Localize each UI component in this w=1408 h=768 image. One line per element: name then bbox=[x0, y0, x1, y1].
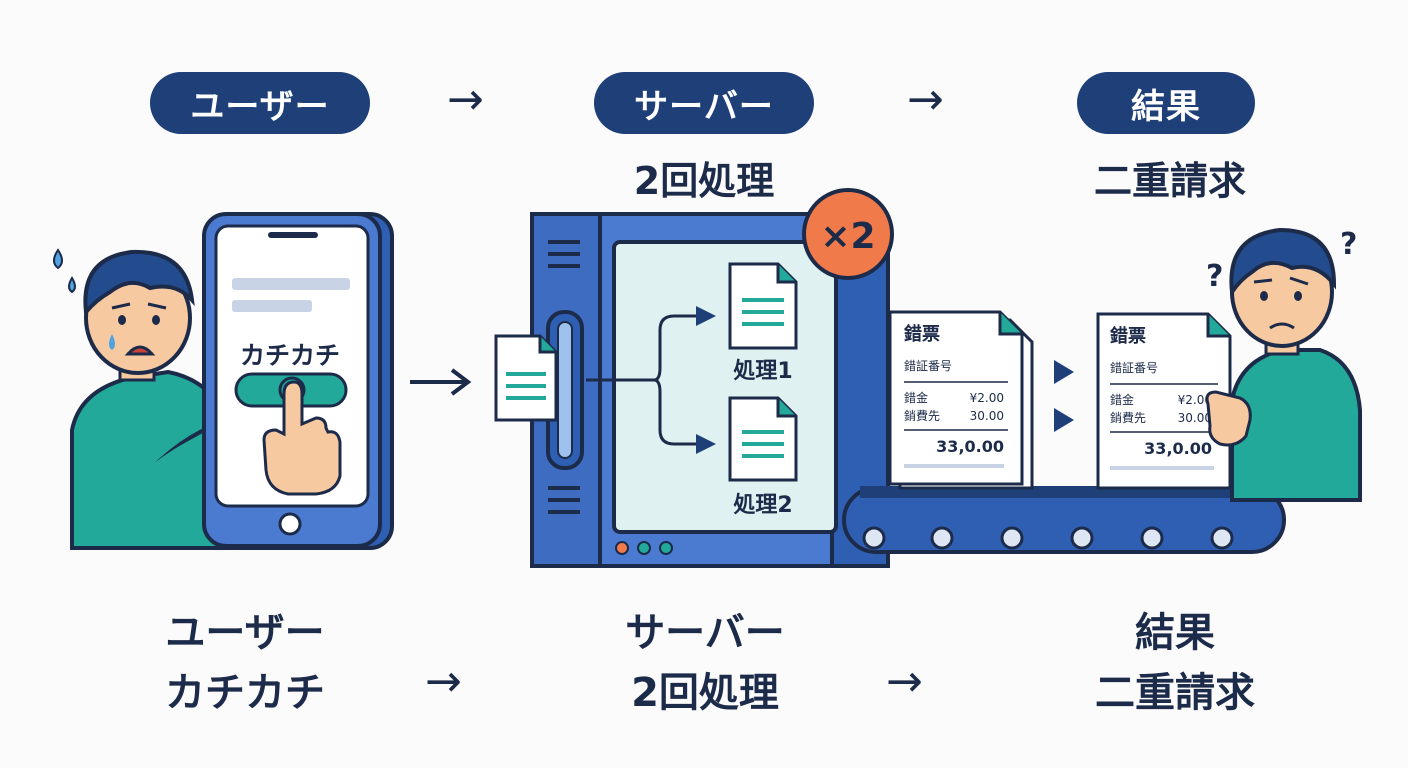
server-pill: サーバー bbox=[594, 72, 814, 134]
invoice-1-row2-value: 30.00 bbox=[970, 409, 1004, 423]
invoice-1: 錯票 錯証番号 錯金 ¥2.00 銷費先 30.00 33,0.00 bbox=[888, 310, 1034, 490]
result-pill: 結果 bbox=[1077, 72, 1255, 134]
bottom-user-line-1: ユーザー bbox=[165, 610, 325, 656]
bottom-server-line-1: サーバー bbox=[625, 610, 785, 656]
result-subtitle: 二重請求 bbox=[1093, 159, 1246, 203]
invoice-1-row2-label: 銷費先 bbox=[904, 408, 940, 423]
incoming-document-icon bbox=[494, 334, 558, 422]
process-document-1-icon bbox=[728, 262, 798, 350]
bottom-arrow-1: → bbox=[425, 656, 462, 707]
invoice-2-title: 錯票 bbox=[1110, 325, 1146, 347]
branch-1-label: 処理1 bbox=[733, 358, 792, 384]
server-subtitle: 2回処理 bbox=[633, 159, 775, 203]
invoice-1-row1-value: ¥2.00 bbox=[970, 391, 1004, 405]
conveyor-belt bbox=[842, 486, 1286, 554]
top-arrow-1: → bbox=[447, 74, 484, 125]
invoice-1-subtitle: 錯証番号 bbox=[904, 358, 952, 373]
invoice-2-total: 33,0.00 bbox=[1144, 439, 1212, 458]
bottom-server-line-2: 2回処理 bbox=[631, 670, 779, 716]
bottom-user-line-2: カチカチ bbox=[165, 670, 325, 716]
top-arrow-2: → bbox=[907, 74, 944, 125]
bottom-result-line-2: 二重請求 bbox=[1095, 670, 1255, 716]
user-pill: ユーザー bbox=[150, 72, 370, 134]
bottom-arrow-2: → bbox=[886, 656, 923, 707]
invoice-2-row2-label: 銷費先 bbox=[1110, 410, 1146, 425]
invoice-2-subtitle: 錯証番号 bbox=[1110, 360, 1158, 375]
phone-screen-label: カチカチ bbox=[240, 341, 340, 370]
invoice-2-row1-label: 錯金 bbox=[1110, 392, 1134, 407]
invoice-1-total: 33,0.00 bbox=[936, 437, 1004, 456]
question-mark-icon-1: ? bbox=[1206, 259, 1223, 294]
invoice-2-row1-value: ¥2.00 bbox=[1178, 393, 1212, 407]
double-badge-label: ×2 bbox=[820, 216, 875, 257]
question-mark-icon-2: ? bbox=[1340, 227, 1357, 262]
process-document-2-icon bbox=[728, 396, 798, 482]
invoice-1-row1-label: 錯金 bbox=[904, 390, 928, 405]
branch-2-label: 処理2 bbox=[733, 492, 792, 518]
invoice-1-title: 錯票 bbox=[904, 323, 940, 345]
smartphone: カチカチ bbox=[202, 212, 394, 550]
confused-user-figure: ? ? bbox=[1205, 227, 1362, 502]
double-badge bbox=[802, 188, 894, 280]
bottom-result-line-1: 結果 bbox=[1135, 610, 1215, 656]
invoice-2-row2-value: 30.00 bbox=[1178, 411, 1212, 425]
